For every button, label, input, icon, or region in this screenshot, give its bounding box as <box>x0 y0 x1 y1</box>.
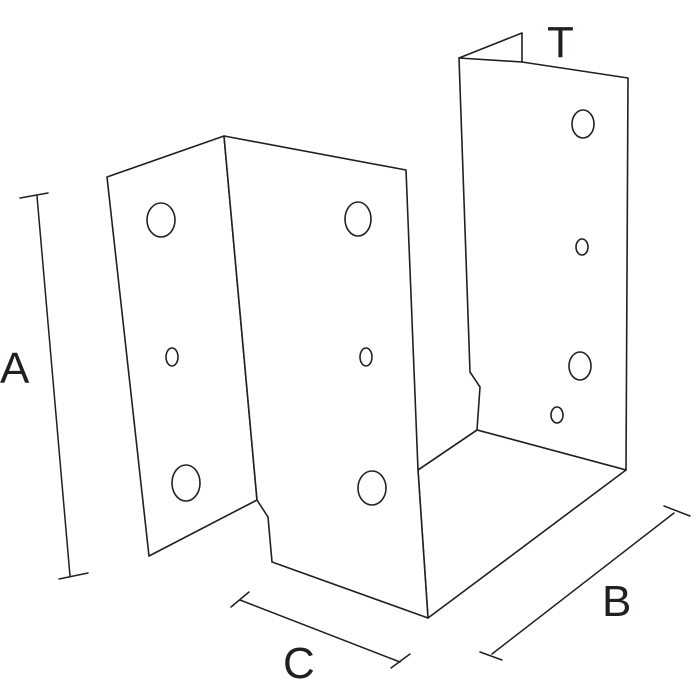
dimension-a-tick-bottom <box>58 572 89 580</box>
left-flange-large-hole-bottom <box>171 464 201 502</box>
dimension-c-tick-right <box>390 653 411 669</box>
dimension-t-label: T <box>547 18 574 67</box>
front-face <box>223 135 429 619</box>
dimension-a-label: A <box>0 344 30 393</box>
back-flange-small-hole-upper <box>575 238 589 256</box>
dimension-c: C <box>230 591 411 688</box>
left-side-flange <box>106 135 258 557</box>
dimension-b-line <box>491 512 675 655</box>
back-flange-large-hole-lower <box>568 351 592 381</box>
dimension-b-tick-top <box>663 505 691 517</box>
left-flange-small-hole <box>165 347 179 367</box>
dimension-b: B <box>479 505 691 661</box>
dimension-b-tick-bottom <box>479 651 503 661</box>
dimension-a-tick-top <box>19 192 49 199</box>
dimension-b-label: B <box>602 577 631 626</box>
back-flange-large-hole-top <box>571 109 595 139</box>
back-flange <box>458 32 629 471</box>
dimension-c-tick-left <box>230 591 250 608</box>
front-face-small-hole <box>359 347 373 367</box>
dimension-a-line <box>36 195 71 577</box>
left-flange-large-hole-top <box>146 202 176 238</box>
dimension-c-label: C <box>283 639 315 688</box>
dimension-c-line <box>239 599 401 663</box>
front-face-large-hole-bottom <box>357 470 387 506</box>
back-flange-small-hole-lower <box>550 406 564 424</box>
dimension-a: A <box>0 192 89 580</box>
front-face-large-hole-top <box>344 201 372 237</box>
